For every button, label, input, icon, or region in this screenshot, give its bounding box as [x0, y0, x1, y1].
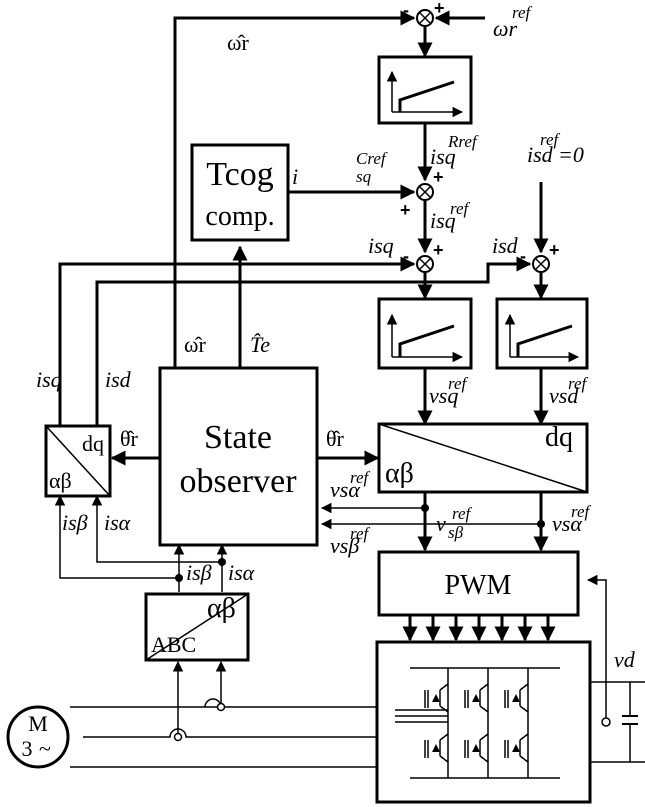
observer-label-2: observer: [179, 463, 297, 500]
label-theta-left: θ̂r: [120, 426, 139, 451]
wire-vd: [586, 574, 607, 720]
label-isb-mid: isβ: [186, 560, 212, 585]
dc-link: [590, 681, 645, 763]
label-vsa-ref-right: vsα: [552, 511, 582, 536]
label-omega-ref: ωr: [493, 16, 518, 41]
node-vd: [601, 717, 611, 727]
clarke-ab-label: αβ: [207, 593, 236, 624]
sum-isq: [416, 255, 434, 273]
label-vsa-ref-obs: vsα: [330, 477, 360, 502]
sign-s1-plus: +: [434, 0, 445, 18]
igbt-bridge-icon: [395, 667, 560, 779]
sign-s3-minus: -: [403, 246, 409, 266]
gate-signals: [402, 615, 556, 642]
sign-s3-plus: +: [433, 240, 444, 260]
tcog-label-1: Tcog: [206, 156, 274, 193]
label-vsb-ref-obs: vsβ: [330, 533, 359, 558]
park-ab-label: αβ: [49, 468, 72, 493]
label-vsq-ref-sup: ref: [448, 374, 469, 393]
clarke-diagonal: [145, 593, 249, 661]
motor-symbol: [6, 705, 70, 769]
label-vsd-ref: vsd: [549, 383, 579, 408]
sign-s4-minus: -: [520, 246, 526, 266]
label-isq-rref-sup: Rref: [447, 132, 479, 151]
wire-isb-park: [54, 494, 179, 579]
label-vsb-ref-obs-sup: ref: [350, 524, 371, 543]
park-dq-label: dq: [82, 431, 104, 456]
label-cogging-i: i: [292, 164, 298, 189]
node-ia: [173, 732, 183, 742]
label-isa-left: isα: [104, 510, 131, 535]
label-vsb-ref-mid-sub: sβ: [448, 523, 464, 542]
label-isq-left: isq: [36, 367, 62, 392]
label-vsb-ref-mid-sup: ref: [452, 504, 473, 523]
label-cogging-sup: Cref: [356, 149, 388, 168]
label-isd-ref-val: =0: [558, 142, 584, 167]
label-isq-ref: isq: [430, 208, 456, 233]
observer-label-1: State: [204, 419, 272, 456]
pwm-block: [377, 550, 580, 617]
d-pi-icon: [504, 313, 580, 363]
label-isb-left: isβ: [62, 510, 88, 535]
sign-s2-plus-bottom: +: [400, 200, 411, 220]
sum-speed: [416, 9, 434, 27]
wire-isd-feedback: [95, 256, 532, 426]
label-isd-ref: isd: [527, 142, 554, 167]
node-isb: [175, 574, 183, 582]
label-vsa-ref-obs-sup: ref: [350, 468, 371, 487]
invpark-dq-label: dq: [545, 422, 573, 453]
node-ib: [216, 702, 226, 712]
motor-M: M: [28, 711, 48, 736]
motor-tilde: ~: [39, 736, 51, 761]
label-isd-left: isd: [105, 367, 132, 392]
wire-isq-feedback: [58, 256, 416, 426]
label-vsa-ref-right-sup: ref: [571, 502, 592, 521]
clarke-abc-label: ABC: [151, 632, 196, 657]
sum-isd: [532, 255, 550, 273]
sign-s2-plus-top: +: [433, 167, 444, 187]
label-omega-hat-top: ω̂r: [227, 30, 249, 55]
label-theta-right: θ̂r: [326, 426, 345, 451]
label-vsd-ref-sup: ref: [568, 374, 589, 393]
wire-isa-park: [91, 494, 222, 563]
node-isa: [218, 558, 226, 566]
q-pi-icon: [386, 313, 464, 363]
label-cogging-sq: sq: [356, 167, 372, 186]
label-isa-mid: isα: [228, 560, 255, 585]
label-vsq-ref: vsq: [429, 383, 458, 408]
label-isq-fb: isq: [368, 233, 394, 258]
label-omega-hat-mid: ω̂r: [184, 332, 206, 357]
tcog-comp-block: [190, 143, 290, 242]
label-isd-ref-sup: ref: [540, 130, 561, 149]
sum-cogging: [416, 183, 434, 201]
speed-pi-icon: [386, 70, 464, 118]
node-vsb: [537, 520, 545, 528]
label-omega-ref-sup: ref: [512, 3, 533, 22]
node-vsa: [421, 504, 429, 512]
label-te-hat: T̂e: [250, 332, 270, 357]
label-isq-rref: isq: [430, 144, 456, 169]
wire-omega-hat: [173, 10, 416, 368]
sign-s1-minus: -: [403, 0, 409, 20]
tcog-label-2: comp.: [205, 201, 274, 232]
label-isd-fb: isd: [492, 233, 519, 258]
pwm-label: PWM: [445, 570, 512, 601]
motor-3: 3: [22, 736, 33, 761]
state-observer-block: [158, 366, 319, 547]
park-diagonal: [45, 425, 111, 497]
label-vsb-ref-mid: v: [436, 511, 446, 536]
invpark-diagonal: [378, 423, 588, 493]
label-isq-ref-sup: ref: [450, 199, 471, 218]
label-vd: vd: [614, 647, 636, 672]
speed-pi-block: [377, 55, 473, 125]
sign-s4-plus: +: [549, 240, 560, 260]
invpark-ab-label: αβ: [385, 458, 414, 489]
